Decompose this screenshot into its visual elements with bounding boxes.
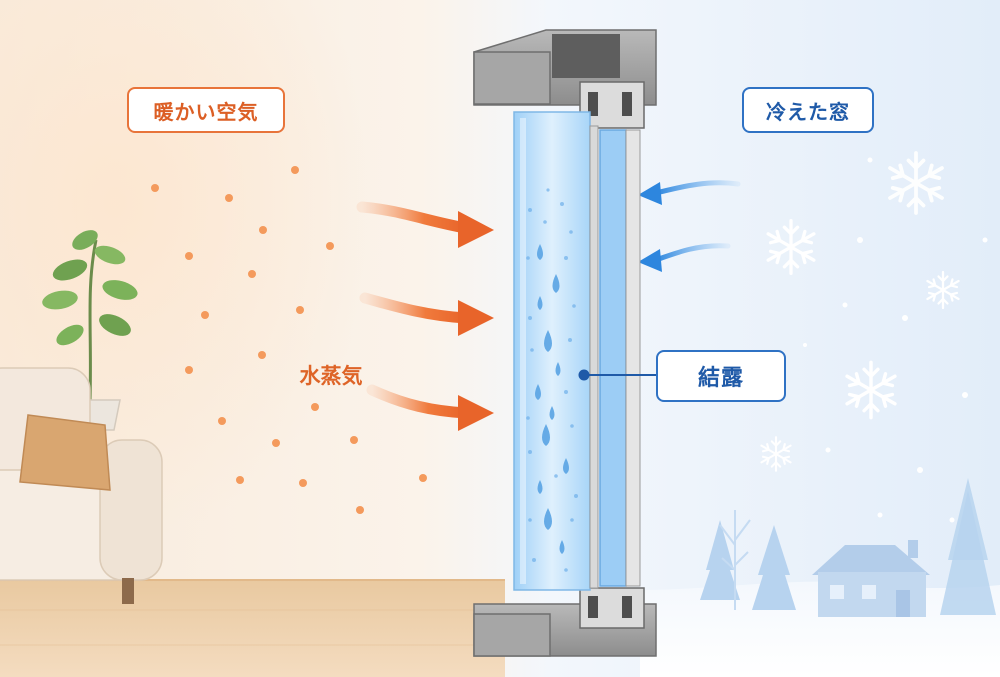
winter-landscape — [640, 478, 1000, 677]
water-vapor-label: 水蒸気 — [299, 364, 363, 388]
cold-arrow-icon — [638, 180, 741, 205]
warm-air-label: 暖かい空気 — [127, 87, 285, 133]
water-vapor-particles — [151, 166, 427, 514]
water-drop-icon — [535, 244, 569, 554]
window-cross-section — [473, 29, 657, 657]
snow-dots — [803, 157, 988, 523]
condensation-label: 結露 — [656, 350, 786, 402]
cold-window-label: 冷えた窓 — [742, 87, 874, 133]
warm-arrow-icon — [366, 384, 494, 431]
condensation-droplets — [526, 188, 578, 572]
sofa — [0, 367, 163, 604]
condensation-pointer — [578, 369, 656, 381]
warm-arrow-icon — [359, 292, 494, 336]
warm-arrow-icon — [356, 201, 494, 248]
cushion — [19, 414, 111, 491]
cold-arrow-icon — [638, 243, 731, 272]
house — [812, 540, 930, 617]
floor — [0, 579, 505, 677]
